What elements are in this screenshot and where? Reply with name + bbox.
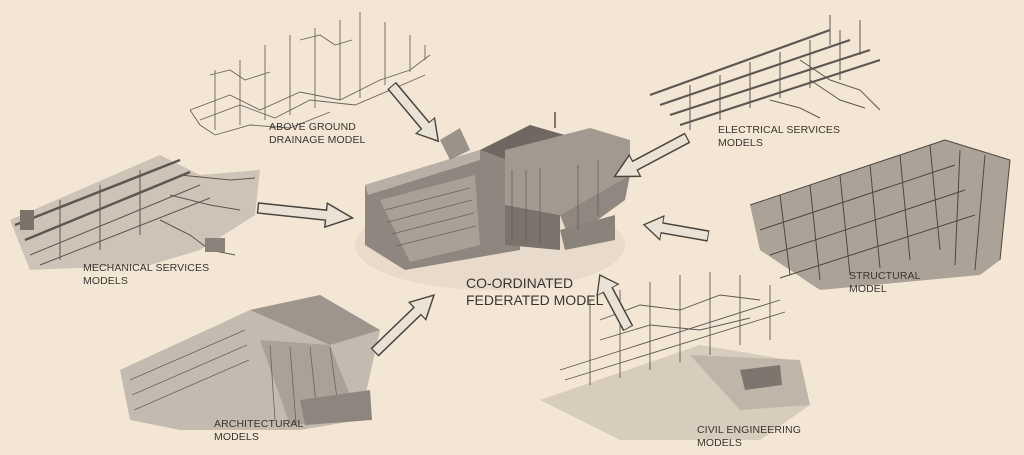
label-electrical-line1: ELECTRICAL SERVICES xyxy=(718,124,841,136)
label-architectural-line1: ARCHITECTURAL xyxy=(214,418,304,430)
drainage-model-image xyxy=(189,12,431,136)
label-structural-line1: STRUCTURAL xyxy=(849,270,921,282)
civil-engineering-model-image xyxy=(540,272,810,440)
electrical-model-image xyxy=(649,15,881,130)
label-federated-model: CO-ORDINATED FEDERATED MODEL xyxy=(466,275,603,309)
arrow-structural-to-center xyxy=(641,212,711,249)
label-civil-line1: CIVIL ENGINEERING xyxy=(697,424,801,436)
label-civil-line2: MODELS xyxy=(697,437,742,449)
label-mechanical-line2: MODELS xyxy=(83,275,128,287)
label-electrical: ELECTRICAL SERVICES MODELS xyxy=(718,124,840,150)
arrow-drainage-to-center xyxy=(382,77,449,150)
arrow-architectural-to-center xyxy=(365,285,444,362)
architectural-model-image xyxy=(120,295,380,430)
label-structural-line2: MODEL xyxy=(849,283,887,295)
arrow-mechanical-to-center xyxy=(255,195,355,231)
mechanical-model-image xyxy=(10,155,260,270)
structural-model-image xyxy=(749,139,1011,290)
label-mechanical: MECHANICAL SERVICES MODELS xyxy=(83,262,209,288)
label-architectural: ARCHITECTURAL MODELS xyxy=(214,418,303,444)
label-federated-line1: CO-ORDINATED xyxy=(466,275,574,291)
label-architectural-line2: MODELS xyxy=(214,431,259,443)
label-federated-line2: FEDERATED MODEL xyxy=(466,292,604,308)
label-electrical-line2: MODELS xyxy=(718,137,763,149)
federated-model-image xyxy=(355,112,630,290)
label-mechanical-line1: MECHANICAL SERVICES xyxy=(83,262,210,274)
label-drainage-line1: ABOVE GROUND xyxy=(269,121,356,133)
label-drainage: ABOVE GROUND DRAINAGE MODEL xyxy=(269,121,366,147)
label-structural: STRUCTURAL MODEL xyxy=(849,270,921,296)
label-drainage-line2: DRAINAGE MODEL xyxy=(269,134,366,146)
label-civil-engineering: CIVIL ENGINEERING MODELS xyxy=(697,424,801,450)
